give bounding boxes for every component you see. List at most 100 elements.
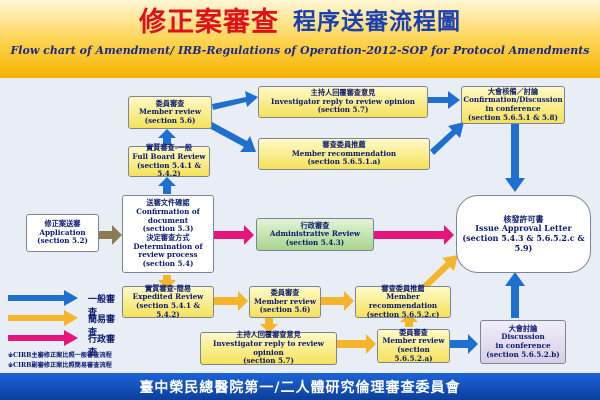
box-text: Member review bbox=[253, 296, 317, 306]
box-text: Expedited Review bbox=[132, 292, 204, 302]
legend: 一般審查 簡易審查 行政審查 bbox=[8, 290, 118, 358]
box-text: Member recommendation bbox=[368, 292, 438, 310]
page-title: 修正案審查 程序送審流程圖 bbox=[100, 4, 500, 38]
box-text: in conference bbox=[495, 341, 551, 350]
box-text: 送審文件確認 bbox=[146, 198, 190, 208]
box-text: (section 5.6.5.2.c) bbox=[366, 309, 440, 319]
box-text: 審查委員推薦 bbox=[322, 140, 366, 150]
box-text: Investigator reply to review opinion bbox=[213, 338, 324, 357]
box-text: Discussion bbox=[501, 332, 545, 342]
box-text: 行政審查 bbox=[300, 220, 330, 230]
arrow-blue-8 bbox=[505, 124, 525, 192]
legend-pink-arrow-icon bbox=[8, 330, 78, 346]
box-text: Issue Approval Letter bbox=[475, 223, 572, 234]
legend-admin: 行政審查 bbox=[8, 330, 118, 358]
arrow-blue-6 bbox=[428, 91, 460, 109]
footer-institution: 臺中榮民總醫院第一/二人體研究倫理審查委員會 bbox=[0, 373, 600, 400]
arrow-orange-2 bbox=[214, 291, 248, 311]
arrow-admin-2 bbox=[374, 225, 454, 245]
title-chinese-main: 修正案審查 bbox=[139, 6, 279, 38]
title-banner bbox=[0, 0, 600, 78]
box-text: 委員審查 bbox=[399, 327, 428, 337]
box-text: (section 5.6.5.1.a) bbox=[307, 157, 381, 167]
arrow-blue-5 bbox=[209, 122, 256, 152]
box-text: (section 5.2) bbox=[37, 236, 88, 246]
box-text: Confirmation/Discussion bbox=[463, 95, 563, 105]
arrow-blue-up-1 bbox=[158, 177, 176, 194]
box-text: Determination of bbox=[133, 241, 203, 251]
box-text: 大會核備／討論 bbox=[487, 86, 539, 96]
box-text: (section 5.6.5.2.b) bbox=[486, 349, 560, 359]
box-text: (section 5.6) bbox=[144, 115, 196, 125]
legend-general-label: 一般審查 bbox=[88, 295, 116, 318]
box-text: (section 5.7) bbox=[243, 356, 294, 366]
arrow-admin-1 bbox=[214, 225, 254, 245]
box-text: Administrative Review bbox=[269, 229, 361, 239]
box-text: Member recommendation bbox=[291, 148, 397, 158]
box-text: in conference bbox=[485, 104, 541, 113]
legend-general: 一般審查 bbox=[8, 290, 118, 318]
legend-admin-label: 行政審查 bbox=[88, 335, 116, 358]
note-cirb-main: ※CIRB主審修正案比照一般審查流程 bbox=[8, 352, 112, 359]
box-text: 實質審查-一般 bbox=[145, 143, 193, 153]
box-text: (section 5.4) bbox=[142, 258, 194, 268]
box-text: Member review bbox=[138, 107, 202, 117]
box-text: (section 5.6.5.2.a) bbox=[394, 345, 433, 363]
box-text: (section 5.7) bbox=[317, 105, 369, 115]
arrow-start bbox=[99, 225, 122, 245]
legend-expedited: 簡易審查 bbox=[8, 310, 118, 338]
box-text: (section 5.6) bbox=[259, 305, 311, 315]
box-text: 核發許可書 bbox=[503, 213, 544, 224]
box-text: 委員審查 bbox=[270, 288, 300, 298]
arrow-blue-7 bbox=[430, 122, 464, 155]
arrow-orange-4 bbox=[422, 255, 458, 290]
title-english: Flow chart of Amendment/ IRB-Regulations… bbox=[10, 44, 590, 57]
box-text: Application bbox=[39, 227, 86, 237]
arrow-orange-6 bbox=[337, 334, 376, 354]
legend-expedited-label: 簡易審查 bbox=[88, 315, 116, 338]
note-cirb-sub: ※CIRB副審修正案比照簡易審查流程 bbox=[8, 362, 112, 369]
box-text: Full Board Review bbox=[132, 151, 206, 161]
box-text: (section 5.4.1 & 5.4.2) bbox=[136, 301, 200, 319]
box-text: 決定審查方式 bbox=[146, 233, 190, 242]
arrow-blue-9 bbox=[505, 272, 525, 318]
box-text: Confirmation of bbox=[136, 207, 200, 217]
box-text: 主持人回覆審查意見 bbox=[310, 88, 376, 98]
arrow-orange-3 bbox=[321, 291, 354, 311]
box-text: 大會討論 bbox=[508, 323, 538, 333]
arrow-blue-10 bbox=[450, 334, 478, 354]
box-text: 實質審查-簡易 bbox=[144, 283, 192, 293]
box-text: 審查委員推薦 bbox=[381, 283, 425, 293]
box-text: (section 5.4.3 & 5.6.5.2.c & 5.9) bbox=[462, 233, 585, 253]
box-text: (section 5.6.5.1 & 5.8) bbox=[468, 112, 558, 122]
box-text: Investigator reply to review opinion bbox=[271, 96, 415, 106]
box-text: 修正案送審 bbox=[44, 219, 81, 229]
box-text: 主持人回覆審查意見 bbox=[236, 330, 301, 340]
box-text: (section 5.4.3) bbox=[285, 237, 345, 247]
title-chinese-sub: 程序送審流程圖 bbox=[293, 8, 461, 35]
box-text: review process bbox=[138, 250, 198, 260]
box-text: (section 5.3) bbox=[142, 224, 194, 234]
box-text: document bbox=[147, 215, 189, 225]
arrow-blue-3 bbox=[212, 91, 258, 110]
box-text: Member review bbox=[382, 336, 445, 346]
box-text: 委員審查 bbox=[155, 98, 185, 108]
legend-blue-arrow-icon bbox=[8, 290, 78, 306]
legend-orange-arrow-icon bbox=[8, 310, 78, 326]
box-text: (section 5.4.1 & 5.4.2) bbox=[137, 160, 201, 179]
